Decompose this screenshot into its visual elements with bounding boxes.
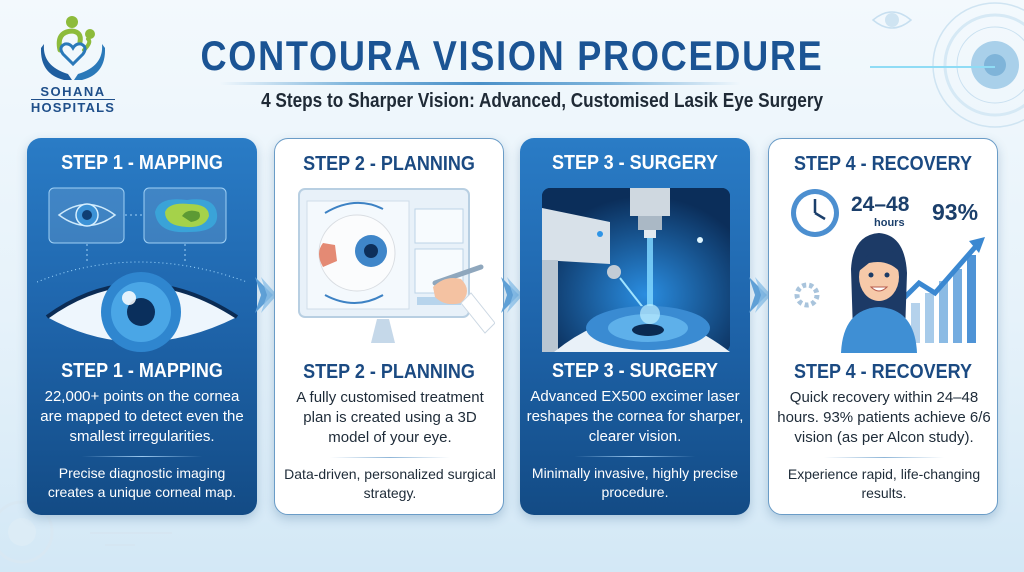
- divider: [330, 457, 450, 458]
- 3d-eye-model-illustration: [298, 188, 495, 343]
- divider: [575, 456, 695, 457]
- excimer-laser-illustration: [542, 188, 730, 352]
- step-description: 22,000+ points on the cornea are mapped …: [40, 388, 244, 445]
- step-note: Experience rapid, life-changing results.: [787, 466, 981, 501]
- chevron-right-icon: [501, 277, 523, 313]
- eye-scan-illustration: [37, 187, 247, 352]
- title-underline: [220, 82, 740, 85]
- step-title: STEP 2 - PLANNING: [303, 361, 475, 383]
- sohana-hospitals-logo: SOHANA HOSPITALS: [28, 14, 118, 115]
- step-description: Advanced EX500 excimer laser reshapes th…: [526, 388, 744, 445]
- step-header: STEP 2 - PLANNING: [303, 153, 475, 175]
- step-note: Precise diagnostic imaging creates a uni…: [47, 465, 237, 500]
- step-header: STEP 4 - RECOVERY: [793, 153, 973, 175]
- divider: [82, 456, 202, 457]
- step-header: STEP 3 - SURGERY: [551, 152, 719, 174]
- happy-patient-chart-graphic: [791, 189, 985, 353]
- divider: [824, 457, 944, 458]
- chevron-right-icon: [255, 277, 277, 313]
- hours-value: 24–48: [851, 193, 910, 216]
- step-card-recovery: STEP 4 - RECOVERY 24–48 hours 93% STE: [768, 138, 998, 515]
- brand-line1: SOHANA: [40, 84, 106, 99]
- step-description: Quick recovery within 24–48 hours. 93% p…: [777, 389, 991, 446]
- hours-label: hours: [874, 217, 905, 229]
- chevron-right-icon: [749, 277, 771, 313]
- step-note: Minimally invasive, highly precise proce…: [531, 465, 739, 500]
- recovery-illustration: 24–48 hours 93%: [779, 183, 989, 353]
- step-title: STEP 1 - MAPPING: [61, 360, 223, 382]
- success-percent: 93%: [932, 199, 979, 225]
- page-subtitle: 4 Steps to Sharper Vision: Advanced, Cus…: [261, 90, 824, 112]
- step-card-mapping: STEP 1 - MAPPING STEP 1 - MAPPING 22,000…: [27, 138, 257, 515]
- step-card-surgery: STEP 3 - SURGERY STEP 3 - SURGERY Advanc…: [520, 138, 750, 515]
- step-note: Data-driven, personalized surgical strat…: [284, 466, 496, 501]
- hands-heart-logo-icon: [40, 16, 106, 80]
- step-description: A fully customised treatment plan is cre…: [296, 389, 484, 446]
- brand-line2: HOSPITALS: [30, 99, 116, 115]
- step-title: STEP 3 - SURGERY: [551, 360, 719, 382]
- step-card-planning: STEP 2 - PLANNING STEP 2 - PLANNING A fu…: [274, 138, 504, 515]
- step-title: STEP 4 - RECOVERY: [793, 361, 973, 383]
- step-header: STEP 1 - MAPPING: [61, 152, 223, 174]
- page-title: CONTOURA VISION PROCEDURE: [200, 32, 824, 79]
